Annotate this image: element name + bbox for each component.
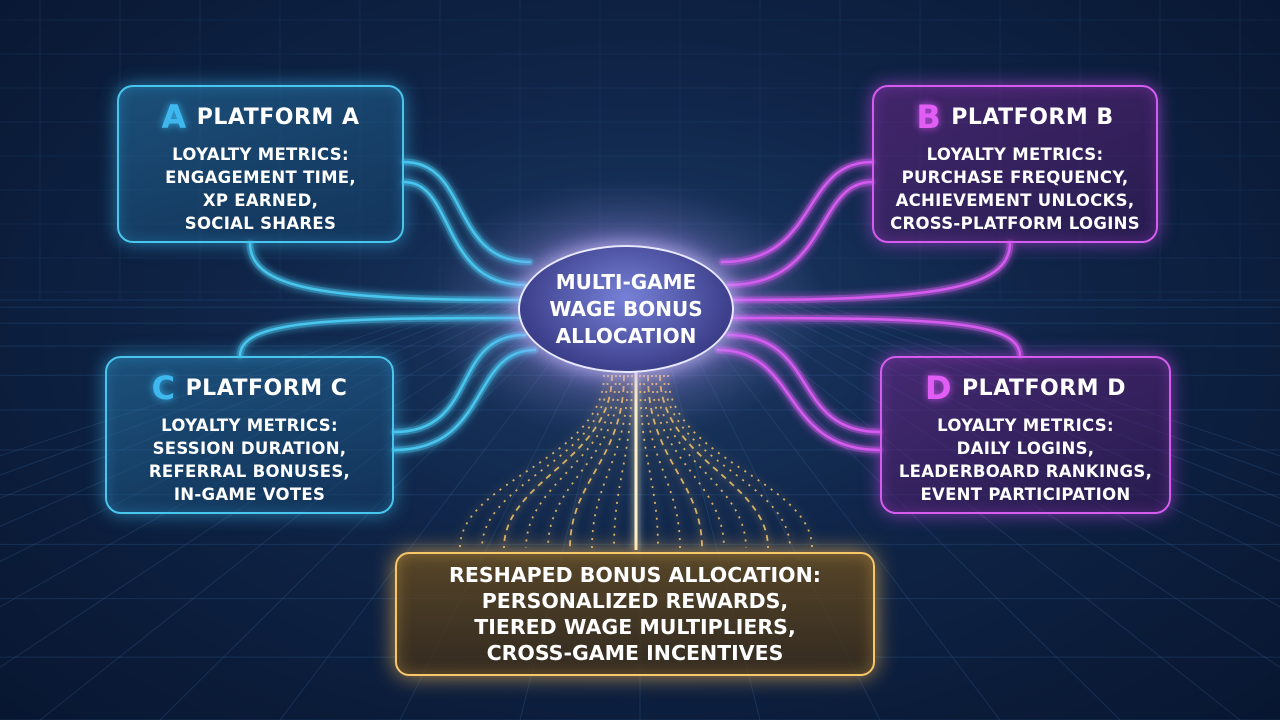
platform-b-card: B Platform B Loyalty Metrics: Purchase F… xyxy=(872,85,1158,243)
connector-line xyxy=(248,241,522,302)
letter-c-icon: C xyxy=(151,369,176,407)
metric-line: Social Shares xyxy=(184,214,337,233)
metric-line: Loyalty Metrics: xyxy=(937,416,1114,435)
connector-line xyxy=(726,333,882,434)
letter-b-icon: B xyxy=(916,98,942,136)
metric-line: Cross-Platform Logins xyxy=(890,214,1140,233)
metric-line: XP Earned, xyxy=(202,191,319,210)
hub-line: Allocation xyxy=(555,323,697,348)
platform-b-title: Platform B xyxy=(951,104,1114,130)
data-stream xyxy=(667,374,813,549)
platform-c-card: C Platform C Loyalty Metrics: Session Du… xyxy=(105,356,394,514)
platform-a-header: A Platform A xyxy=(119,101,402,133)
data-stream xyxy=(503,374,613,549)
platform-c-title: Platform C xyxy=(185,375,348,401)
hub-line: Multi-Game xyxy=(555,269,697,294)
central-hub: Multi-Game Wage Bonus Allocation xyxy=(518,245,734,373)
result-box: Reshaped Bonus Allocation: Personalized … xyxy=(395,552,875,676)
metric-line: Leaderboard Rankings, xyxy=(898,462,1153,481)
data-stream xyxy=(655,374,747,549)
platform-a-metrics: Loyalty Metrics: Engagement Time, XP Ear… xyxy=(119,143,402,235)
platform-c-metrics: Loyalty Metrics: Session Duration, Refer… xyxy=(107,414,392,506)
connector-line xyxy=(730,316,1022,358)
metric-line: Engagement Time, xyxy=(165,168,356,187)
letter-d-icon: D xyxy=(924,369,953,407)
metric-line: Loyalty Metrics: xyxy=(172,145,349,164)
platform-a-card: A Platform A Loyalty Metrics: Engagement… xyxy=(117,85,404,243)
metric-line: Referral Bonuses, xyxy=(148,462,351,481)
data-stream xyxy=(525,374,617,549)
metric-line: Achievement Unlocks, xyxy=(895,191,1135,210)
metric-line: In-Game Votes xyxy=(173,485,326,504)
connector-line xyxy=(392,348,537,452)
connector-line xyxy=(238,316,522,358)
metric-line: Purchase Frequency, xyxy=(901,168,1129,187)
connector-line xyxy=(730,241,1012,302)
metric-line: Daily Logins, xyxy=(956,439,1095,458)
stylized-a-icon: A xyxy=(161,98,187,136)
platform-d-header: D Platform D xyxy=(882,372,1169,404)
result-line: Personalized Rewards, xyxy=(481,589,789,613)
platform-a-title: Platform A xyxy=(196,104,360,130)
connector-line xyxy=(392,333,527,434)
connector-line xyxy=(720,160,874,264)
platform-c-header: C Platform C xyxy=(107,372,392,404)
connector-line xyxy=(402,160,532,264)
result-line: Tiered Wage Multipliers, xyxy=(474,615,796,639)
result-line: Reshaped Bonus Allocation: xyxy=(449,563,821,587)
platform-b-metrics: Loyalty Metrics: Purchase Frequency, Ach… xyxy=(874,143,1156,235)
platform-d-card: D Platform D Loyalty Metrics: Daily Logi… xyxy=(880,356,1171,514)
platform-d-title: Platform D xyxy=(962,375,1126,401)
data-stream xyxy=(459,374,605,549)
platform-d-metrics: Loyalty Metrics: Daily Logins, Leaderboa… xyxy=(882,414,1169,506)
result-line: Cross-Game Incentives xyxy=(486,641,784,665)
hub-line: Wage Bonus xyxy=(549,296,703,321)
platform-b-header: B Platform B xyxy=(874,101,1156,133)
data-stream xyxy=(659,374,769,549)
metric-line: Session Duration, xyxy=(152,439,347,458)
connector-line xyxy=(402,180,527,287)
metric-line: Loyalty Metrics: xyxy=(161,416,338,435)
metric-line: Event Participation xyxy=(920,485,1131,504)
connector-line xyxy=(726,180,874,287)
metric-line: Loyalty Metrics: xyxy=(926,145,1104,164)
connector-line xyxy=(716,348,882,452)
